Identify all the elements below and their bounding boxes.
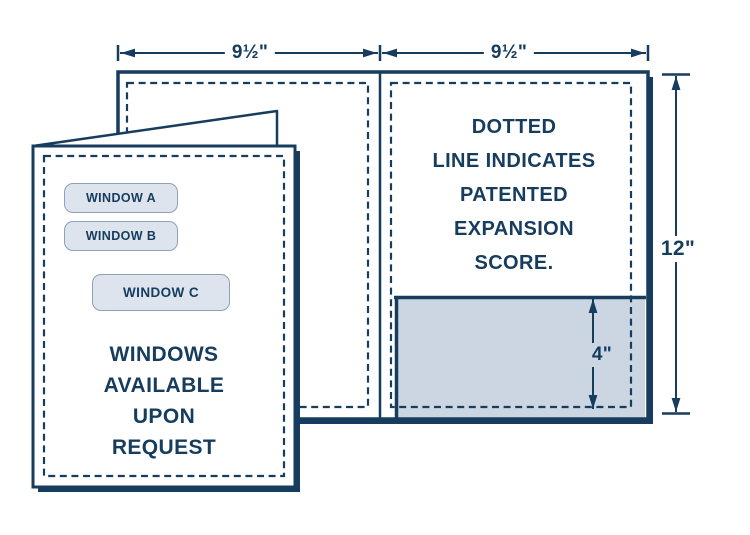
arrow-down-icon: [588, 395, 598, 409]
arrow-up-icon: [588, 299, 598, 313]
top-width-dimension: [116, 45, 650, 61]
window-c-chip: WINDOW C: [92, 274, 230, 311]
arrow-right-icon: [631, 48, 645, 58]
arrow-left-icon: [383, 48, 397, 58]
note-line: LINE INDICATES: [432, 150, 596, 172]
caption-line: WINDOWS: [109, 343, 219, 366]
window-b-label: WINDOW B: [85, 229, 157, 243]
arrow-down-icon: [671, 398, 681, 412]
caption-line: UPON: [132, 405, 196, 428]
expansion-score-note: DOTTED LINE INDICATES PATENTED EXPANSION…: [395, 110, 633, 280]
arrow-up-icon: [671, 76, 681, 90]
arrow-right-icon: [363, 48, 377, 58]
windows-available-caption: WINDOWS AVAILABLE UPON REQUEST: [44, 339, 284, 463]
caption-line: AVAILABLE: [103, 374, 225, 397]
note-line: SCORE.: [474, 252, 554, 274]
note-line: DOTTED: [471, 116, 557, 138]
window-b-chip: WINDOW B: [64, 221, 178, 251]
note-line: PATENTED: [459, 184, 568, 206]
window-a-chip: WINDOW A: [64, 183, 178, 213]
window-c-label: WINDOW C: [123, 285, 199, 300]
pocket-depth-label: 4": [587, 343, 617, 367]
left-panel-width-label: 9½": [224, 41, 276, 65]
window-a-label: WINDOW A: [85, 191, 157, 205]
note-line: EXPANSION: [454, 218, 574, 240]
caption-line: REQUEST: [111, 436, 217, 459]
arrow-left-icon: [121, 48, 135, 58]
folder-height-label: 12": [653, 236, 703, 262]
right-panel-width-label: 9½": [483, 41, 535, 65]
right-panel-dotted-score-line: [389, 81, 633, 409]
closed-folder-dotted-score-line: [42, 154, 286, 478]
